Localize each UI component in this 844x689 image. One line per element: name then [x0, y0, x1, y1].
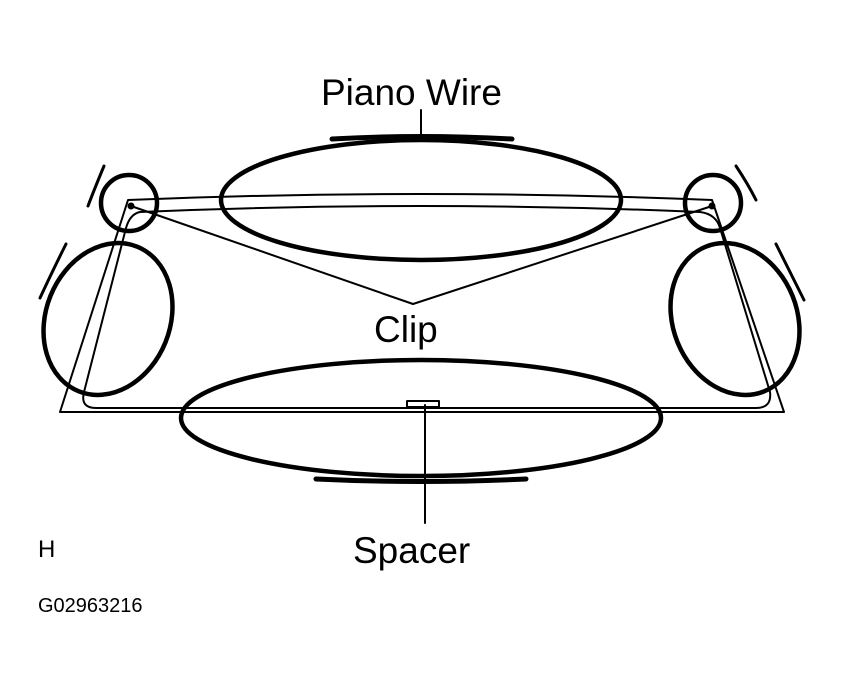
view-letter: H [38, 536, 56, 563]
wire-tick-right-circle [734, 164, 758, 202]
cut-area-top [218, 137, 624, 263]
figure-code: G02963216 [38, 595, 143, 617]
glass-outer-edge [59, 193, 785, 413]
wire-tick-left-ellipse [38, 242, 68, 300]
spacer [406, 400, 440, 408]
glass-inner-edge [82, 205, 772, 409]
leader-clip-right [412, 205, 713, 305]
cut-area-bottom [178, 357, 664, 479]
wire-tick-left-circle [86, 164, 106, 208]
clip-circle-left [98, 172, 160, 234]
cut-area-left [41, 240, 175, 398]
wire-tick-right-ellipse [774, 242, 806, 302]
label-clip: Clip [374, 309, 438, 350]
cut-area-right [668, 240, 802, 398]
clip-circle-right [682, 172, 744, 234]
piano-wire-bottom-mark [313, 476, 529, 484]
leader-clip-left [130, 205, 414, 305]
label-spacer: Spacer [353, 530, 471, 571]
label-piano-wire: Piano Wire [321, 72, 502, 113]
